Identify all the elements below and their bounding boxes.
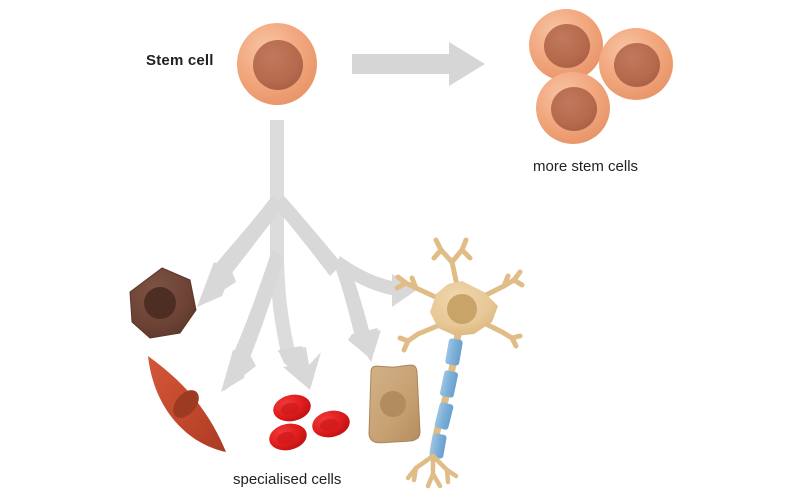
- stem-cell-source: [237, 23, 317, 105]
- arrow-branch-blood: [276, 346, 321, 390]
- neuron-axon-terminals: [405, 453, 459, 489]
- more-stem-cells-label: more stem cells: [533, 158, 639, 175]
- stem-cell-label: Stem cell: [146, 52, 214, 69]
- arrow-self-renewal: [352, 42, 485, 86]
- arrow-branch-group: [197, 120, 418, 392]
- myelin-sheath: [429, 338, 463, 459]
- specialised-cells-label: specialised cells: [233, 471, 342, 488]
- bone-cell: [129, 267, 197, 339]
- neuron-cell: [394, 237, 525, 489]
- red-blood-cell-3: [269, 423, 307, 451]
- arrow-branch-muscle: [221, 347, 256, 392]
- muscle-cell: [148, 356, 226, 452]
- neuron-dendrites: [394, 237, 525, 353]
- red-blood-cell-2: [312, 410, 350, 438]
- arrow-branch-epithelial: [348, 328, 381, 362]
- arrow-branch-bone: [197, 262, 236, 307]
- arrow-branch-neuron: [392, 274, 418, 307]
- epithelial-cell: [368, 364, 421, 444]
- red-blood-cell-1: [273, 394, 311, 422]
- stem-cell-copy-2: [599, 28, 673, 100]
- neuron-axon: [429, 330, 463, 459]
- stem-cell-copy-1: [529, 9, 603, 81]
- stem-cell-copy-3: [536, 72, 610, 144]
